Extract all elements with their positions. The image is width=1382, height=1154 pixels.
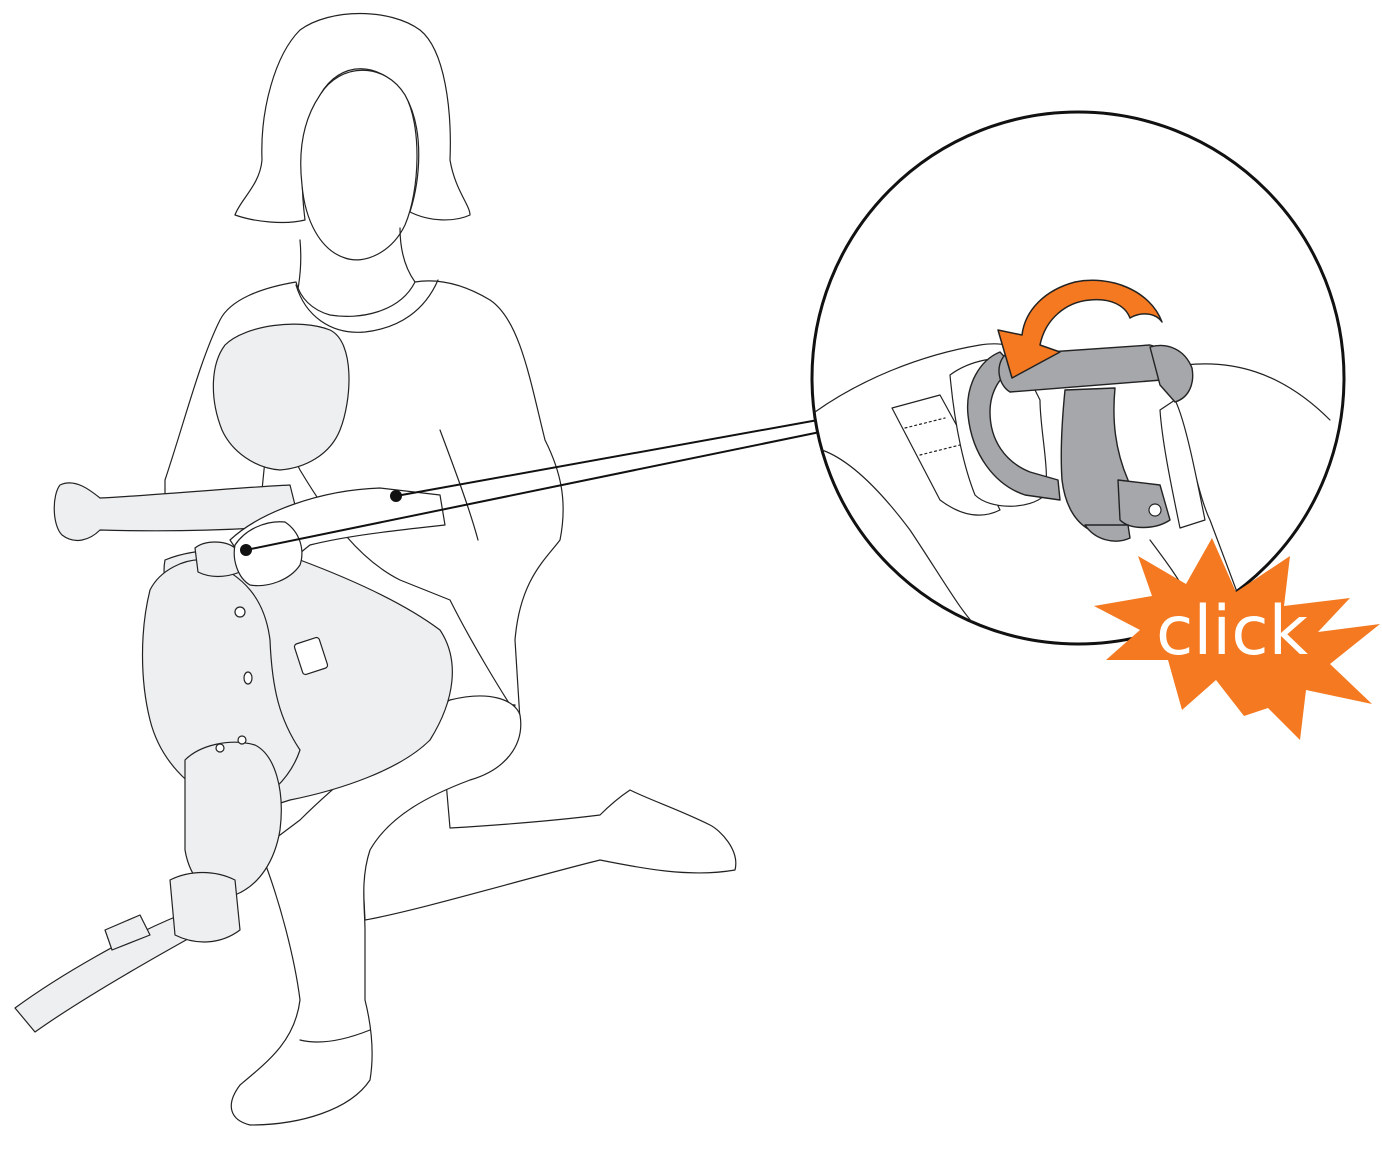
click-label: click bbox=[1156, 592, 1309, 671]
shell-rivet-3 bbox=[238, 736, 246, 744]
magnifier-view bbox=[812, 112, 1344, 644]
top-buckle bbox=[195, 542, 240, 577]
shell-rivet-2 bbox=[216, 744, 224, 752]
dummy-head bbox=[213, 324, 349, 470]
callout-dot-upper bbox=[390, 490, 402, 502]
floor-strap bbox=[15, 915, 195, 1032]
shell-hole bbox=[244, 672, 252, 684]
lower-buckle bbox=[170, 873, 240, 942]
zoom-buckle-pin bbox=[1149, 504, 1161, 516]
shell-rivet-1 bbox=[235, 607, 245, 617]
callout-dot-lower bbox=[240, 544, 252, 556]
